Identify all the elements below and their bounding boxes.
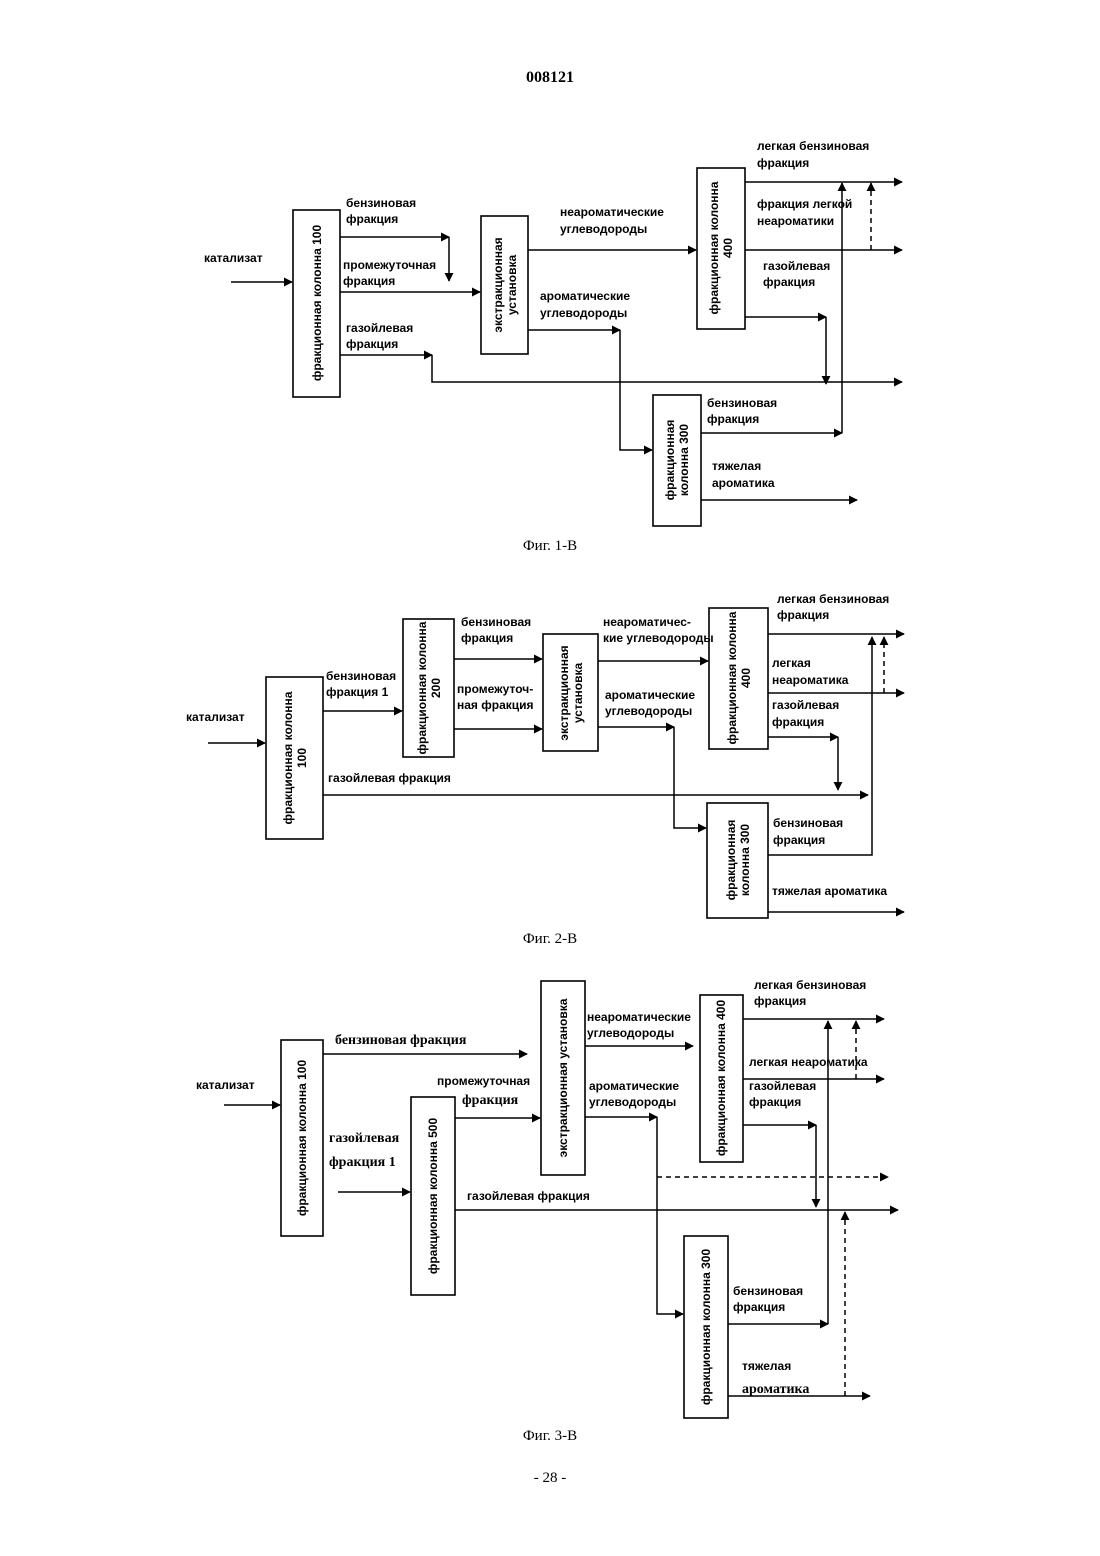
gasoline300-label-2: фракция [707,412,759,426]
extraction-unit-label: экстракционная установка [556,998,570,1157]
gasoline300-label-2: фракция [733,1300,785,1314]
light-gasoline-label: легкая бензиновая [754,978,866,992]
heavy-aromatic-label: тяжелая [712,459,761,473]
light-nonaromatic-label: легкая неароматика [749,1055,868,1069]
intermediate-fraction-label: промежуточная [343,258,436,272]
light-gasoline-label-2: фракция [777,608,829,622]
gasoil-fraction-label: газойлевая [346,321,413,335]
gasoil400-label: газойлевая [763,259,830,273]
figure-2b: фракционная колонна 100 фракционная коло… [186,592,904,947]
gasoil-label: газойлевая фракция [328,771,451,785]
column-500-label: фракционная колонна 500 [426,1118,440,1275]
aromatic-to-col300-line [674,727,706,828]
nonaromatic-label: неароматические [587,1010,691,1024]
gasoline300-label: бензиновая [707,396,777,410]
light-nonaromatic-label: фракция легкой [757,197,852,211]
figure-1b-caption: Фиг. 1-В [523,538,577,554]
gasoil-fraction-label-2: фракция [346,337,398,351]
column-300-label: фракционная [663,420,677,501]
aromatic-to-col300-line [657,1117,683,1314]
gasoil-to-output-line [432,355,902,382]
column-400-label-2: 400 [739,668,753,688]
intermediate-label: промежуточ- [457,682,533,696]
gasoil400-label-2: фракция [772,715,824,729]
heavy-aromatic-label: тяжелая ароматика [772,884,887,898]
gasoline300-label: бензиновая [733,1284,803,1298]
intermediate-label: промежуточная [437,1074,530,1088]
aromatic-to-col300-line [620,330,652,450]
gasoil-label: газойлевая фракция [467,1189,590,1203]
intermediate-fraction-label-2: фракция [343,274,395,288]
aromatic-label-2: углеводороды [605,704,692,718]
gasoil400-label-2: фракция [763,275,815,289]
light-nonaromatic-label-2: неароматики [757,214,834,228]
column-400-label: фракционная колонна 400 [714,1000,728,1157]
column-400-label: фракционная колонна [725,611,739,744]
catalyzate-label: катализат [186,710,245,724]
intermediate-label-2: фракция [462,1093,519,1108]
figure-2b-caption: Фиг. 2-В [523,931,577,947]
heavy-aromatic-label-2: ароматика [742,1382,809,1397]
column-300-label: фракционная [724,820,738,901]
gasoline300-label-2: фракция [773,833,825,847]
gasoline1-label-2: фракция 1 [326,685,389,699]
extraction-unit-label: экстракционная [557,645,571,740]
column-200-label-2: 200 [429,678,443,698]
column-400-label-2: 400 [721,238,735,258]
figure-3b: фракционная колонна 100 фракционная коло… [196,978,898,1444]
light-gasoline-label-2: фракция [757,156,809,170]
extraction-unit-label-2: установка [571,663,585,724]
light-gasoline-label: легкая бензиновая [777,592,889,606]
aromatic-label: ароматические [605,688,695,702]
gasoline-fraction-label: бензиновая фракция [335,1033,467,1048]
light-gasoline-label-2: фракция [754,994,806,1008]
figure-1b: фракционная колонна 100 экстракционная у… [204,139,902,554]
doc-number: 008121 [526,69,574,86]
intermediate-label-2: ная фракция [457,698,534,712]
column-100-label: фракционная колонна 100 [295,1060,309,1217]
column-300-label-2: колонна 300 [738,824,752,897]
aromatic-label-2: углеводороды [540,306,627,320]
column-100-label: фракционная колонна 100 [310,225,324,382]
gasoline-fraction-label: бензиновая [346,196,416,210]
figure-3b-caption: Фиг. 3-В [523,1428,577,1444]
column-300-label-2: колонна 300 [677,424,691,497]
nonaromatic-label: неароматические [560,205,664,219]
page-number: - 28 - [534,1470,567,1486]
gasoline1-label: бензиновая [326,669,396,683]
column-400-label: фракционная колонна [707,181,721,314]
nonaromatic-label-2: углеводороды [587,1026,674,1040]
catalyzate-label: катализат [196,1078,255,1092]
gasoil1-label: газойлевая [329,1131,400,1146]
column-200-label: фракционная колонна [415,621,429,754]
extraction-unit-label: экстракционная [491,237,505,332]
aromatic-label: ароматические [540,289,630,303]
gasoil400-label-2: фракция [749,1095,801,1109]
catalyzate-label: катализат [204,251,263,265]
light-nonaromatic-label-2: неароматика [772,673,849,687]
gasoline300-label: бензиновая [773,816,843,830]
gasoil400-label: газойлевая [749,1079,816,1093]
gasoil400-label: газойлевая [772,698,839,712]
gasoline-label: бензиновая [461,615,531,629]
column-300-label: фракционная колонна 300 [699,1249,713,1406]
extraction-unit-label-2: установка [505,255,519,316]
light-gasoline-label: легкая бензиновая [757,139,869,153]
aromatic-label: ароматические [589,1079,679,1093]
heavy-aromatic-label: тяжелая [742,1359,791,1373]
gasoil1-label-2: фракция 1 [329,1155,396,1170]
gasoline-label-2: фракция [461,631,513,645]
aromatic-label-2: углеводороды [589,1095,676,1109]
gasoline-fraction-label-2: фракция [346,212,398,226]
column-100-label: фракционная колонна [281,691,295,824]
nonaromatic-label-2: кие углеводороды [603,631,714,645]
column-100-label-2: 100 [295,748,309,768]
heavy-aromatic-label-2: ароматика [712,476,775,490]
nonaromatic-label-2: углеводороды [560,222,647,236]
nonaromatic-label: неароматичес- [603,615,691,629]
light-nonaromatic-label: легкая [772,656,811,670]
